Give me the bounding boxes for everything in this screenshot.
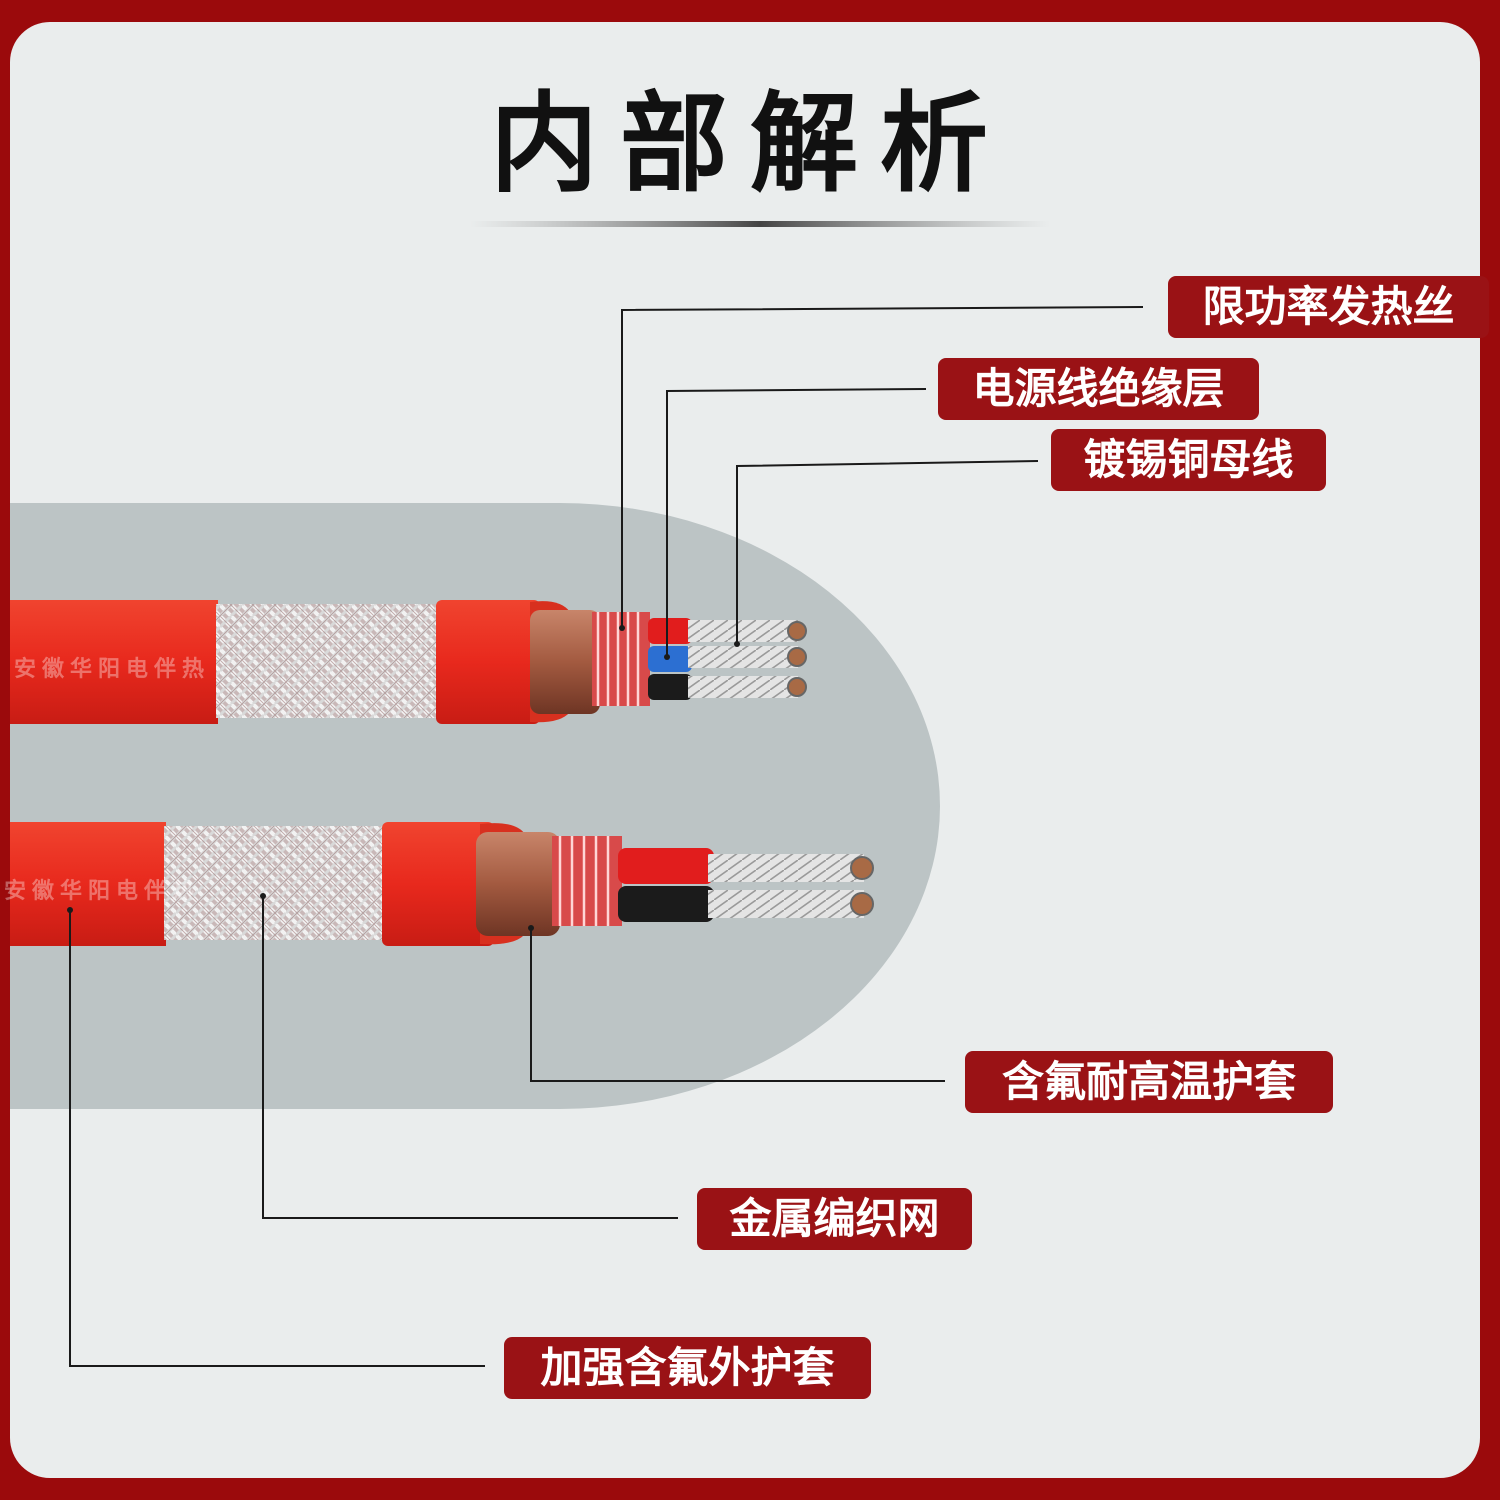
upper-cable: [10, 600, 807, 724]
label-tinned-copper: 镀锡铜母线: [1051, 429, 1326, 491]
lower-heating-wire: [552, 836, 622, 926]
leader-outer-jacket: [69, 910, 485, 1367]
upper-copper-strand-1: [688, 620, 798, 642]
upper-copper-strand-2: [688, 646, 798, 668]
upper-conductor-black: [648, 674, 692, 700]
leader-heating-wire: [621, 306, 1144, 628]
upper-watermark: 安徽华阳电伴热: [14, 656, 210, 681]
lower-inner-jacket: [382, 822, 494, 946]
label-outer-jacket: 加强含氟外护套: [504, 1337, 871, 1399]
upper-outer-jacket: [10, 600, 218, 724]
leader-tinned-copper: [736, 460, 1039, 644]
lower-outer-jacket: [10, 822, 166, 946]
label-power-insulation: 电源线绝缘层: [938, 358, 1259, 420]
upper-copper-strand-3: [688, 676, 798, 698]
upper-conductor-red: [648, 618, 692, 644]
lower-conductor-red: [618, 848, 714, 884]
lower-conductor-black: [618, 886, 714, 922]
label-metal-braid: 金属编织网: [697, 1188, 972, 1250]
page-title: 内部解析: [489, 81, 1010, 207]
upper-insulation-body: [530, 610, 600, 714]
leader-metal-braid: [262, 896, 678, 1219]
lower-copper-strand-1: [708, 854, 864, 882]
lower-copper-strand-2: [708, 890, 864, 918]
lower-insulation-body: [476, 832, 560, 936]
label-heating-wire: 限功率发热丝: [1168, 276, 1489, 338]
upper-metal-braid: [216, 604, 438, 718]
cable-backdrop: [10, 503, 940, 1109]
upper-conductor-blue: [648, 646, 692, 672]
lower-watermark: 安徽华阳电伴热: [4, 878, 200, 903]
leader-fluoro-jacket: [530, 928, 945, 1082]
title-underline: [470, 221, 1050, 227]
label-fluoro-jacket: 含氟耐高温护套: [965, 1051, 1333, 1113]
lower-cable: [10, 822, 874, 946]
lower-metal-braid: [164, 826, 386, 940]
leader-power-insulation: [666, 388, 927, 657]
upper-inner-jacket: [436, 600, 540, 724]
